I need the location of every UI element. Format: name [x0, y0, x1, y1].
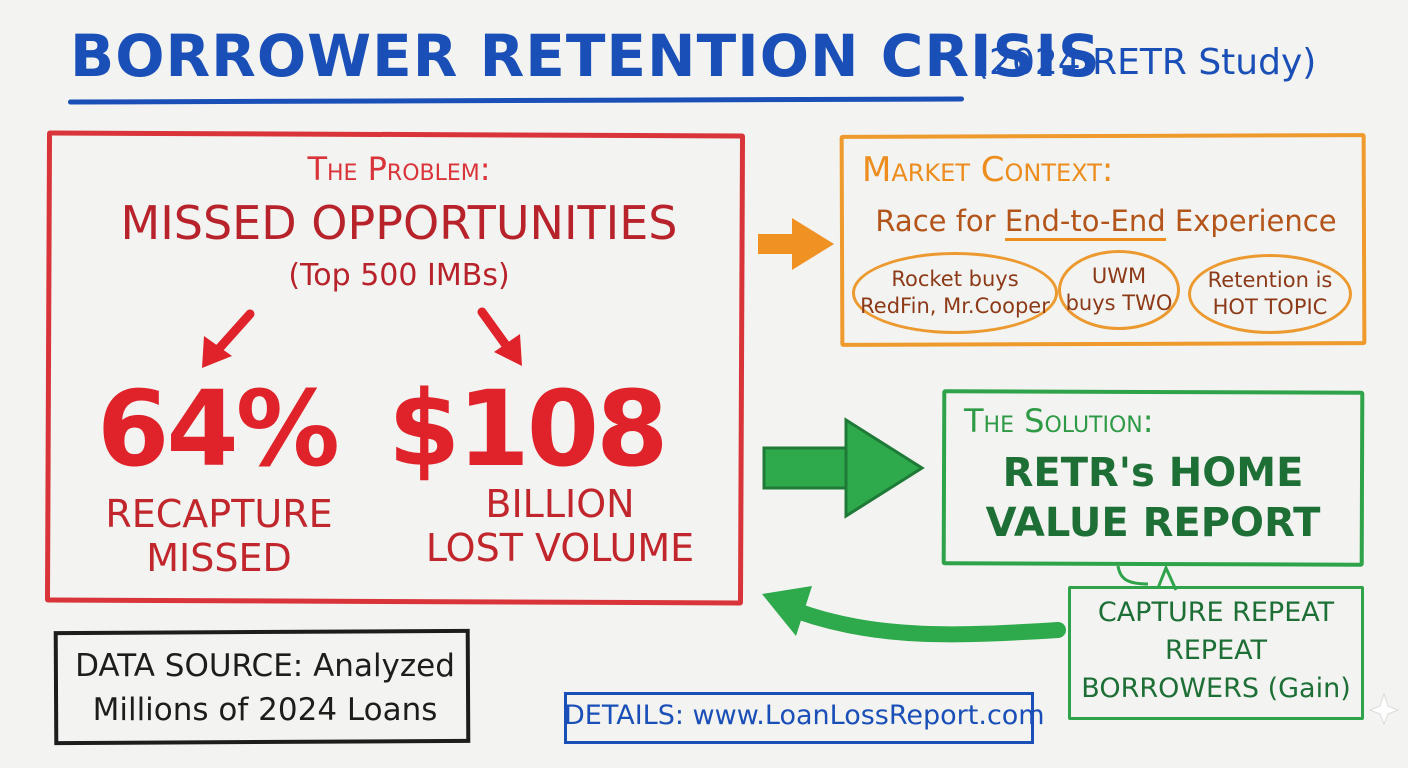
capture-line3: BORROWERS (Gain)	[1081, 673, 1351, 704]
market-sub-underlined: End-to-End	[1004, 204, 1166, 241]
market-sub-post: Experience	[1165, 204, 1337, 238]
market-sub-pre: Race for	[875, 204, 1005, 238]
solution-title-line1: RETR's HOME	[1002, 450, 1304, 496]
lost-volume-label-line2: LOST VOLUME	[425, 526, 695, 570]
capture-text: CAPTURE REPEAT REPEAT BORROWERS (Gain)	[1068, 594, 1364, 708]
bubble-uwm: UWM buys TWO	[1058, 250, 1180, 330]
page-title: BORROWER RETENTION CRISIS	[70, 22, 1101, 90]
recapture-label-line2: MISSED	[146, 536, 292, 580]
capture-box	[1068, 586, 1364, 720]
lost-volume-stat-value: $108	[388, 368, 668, 490]
problem-title: MISSED OPPORTUNITIES	[120, 196, 678, 250]
green-curved-arrow-icon	[762, 586, 1066, 643]
bubble-retention: Retention is HOT TOPIC	[1188, 254, 1352, 334]
bubble-retention-line2: HOT TOPIC	[1212, 295, 1328, 319]
red-arrow-right-icon	[477, 307, 522, 366]
connector-squiggle-icon	[1116, 564, 1178, 591]
solution-title-line2: VALUE REPORT	[985, 500, 1321, 546]
data-source-text: DATA SOURCE: Analyzed Millions of 2024 L…	[60, 644, 470, 732]
bubble-uwm-line1: UWM	[1091, 264, 1147, 288]
capture-line1: CAPTURE REPEAT	[1097, 597, 1335, 628]
solution-heading: The Solution:	[964, 402, 1154, 440]
recapture-stat-value: 64%	[97, 368, 340, 490]
problem-heading: The Problem:	[307, 150, 491, 188]
solution-title: RETR's HOME VALUE REPORT	[942, 448, 1364, 548]
problem-subtitle: (Top 500 IMBs)	[288, 258, 510, 293]
capture-line2: REPEAT	[1164, 635, 1268, 666]
page-subtitle: (2024 RETR Study)	[975, 42, 1317, 83]
green-arrow-icon	[762, 417, 925, 519]
recapture-stat-label: RECAPTURE MISSED	[84, 492, 354, 580]
lost-volume-stat-label: BILLION LOST VOLUME	[400, 482, 720, 570]
market-context-heading: Market Context:	[862, 150, 1114, 190]
bubble-rocket-line2: RedFin, Mr.Cooper	[860, 294, 1050, 318]
bubble-uwm-line2: buys TWO	[1065, 291, 1173, 315]
recapture-label-line1: RECAPTURE	[105, 492, 333, 536]
data-source-line2: Millions of 2024 Loans	[92, 692, 438, 728]
sparkle-icon	[1368, 692, 1400, 726]
lost-volume-label-line1: BILLION	[485, 482, 635, 526]
data-source-line1: DATA SOURCE: Analyzed	[75, 648, 455, 684]
red-arrow-left-icon	[202, 309, 255, 368]
bubble-rocket-line1: Rocket buys	[891, 267, 1019, 291]
details-box	[564, 692, 1034, 744]
market-context-subtitle: Race for End-to-End Experience	[856, 204, 1356, 241]
orange-arrow-icon	[758, 218, 834, 270]
details-link[interactable]: DETAILS: www.LoanLossReport.com	[564, 700, 1045, 731]
bubble-retention-line1: Retention is	[1207, 268, 1333, 292]
